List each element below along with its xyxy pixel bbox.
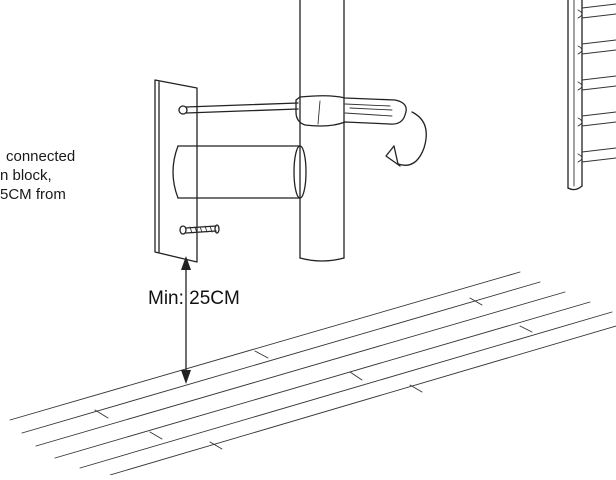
note-line-2: n block, [0,167,52,184]
floor-boards [9,271,616,476]
screwdriver-icon [178,95,407,127]
wall-bracket-icon [154,79,307,263]
note-line-3: 5CM from [0,186,66,203]
note-line-1: connected [6,148,76,165]
rail-pipe [299,0,345,262]
screw-icon [179,224,220,235]
rotation-arrow-icon [385,111,427,167]
min-distance-label: Min: 25CM [148,288,240,309]
dimension-arrow [181,256,191,384]
towel-rail-icon [567,0,616,191]
